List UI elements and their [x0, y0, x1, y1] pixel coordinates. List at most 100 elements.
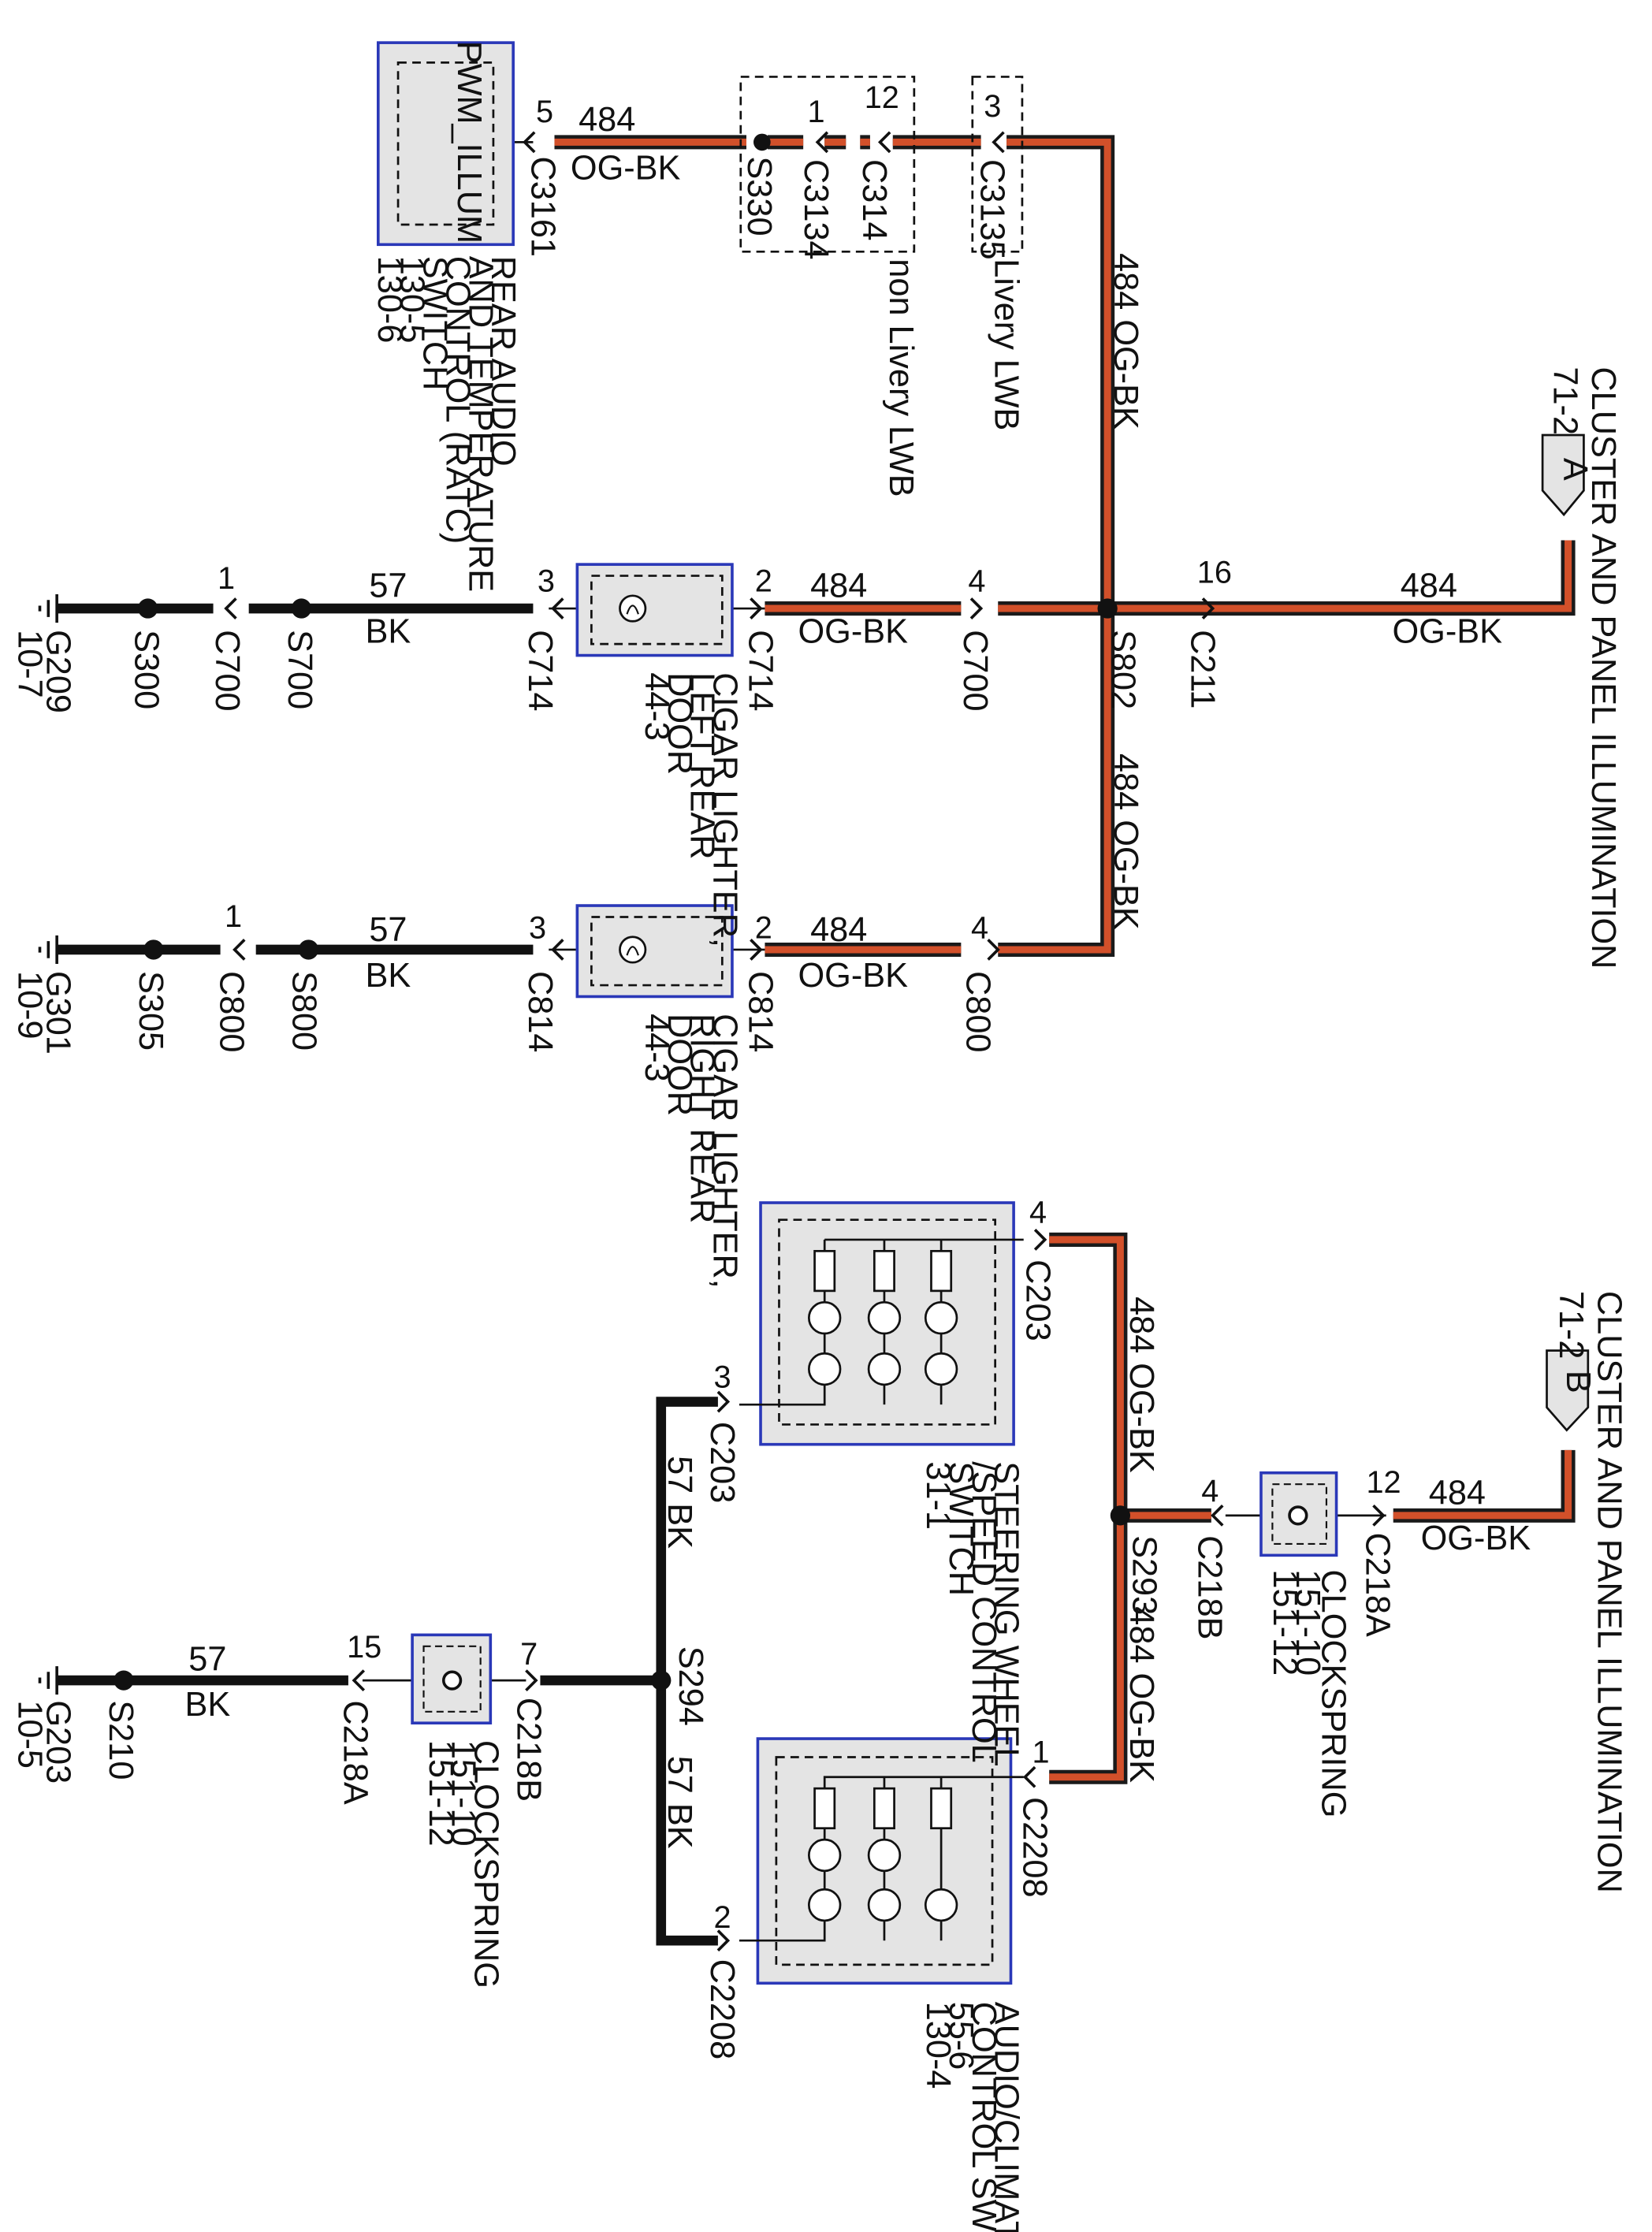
- svg-text:130-5: 130-5: [393, 256, 431, 344]
- c714a-chevron-icon: [551, 597, 564, 619]
- svg-text:CIGAR LIGHTER,: CIGAR LIGHTER,: [706, 1014, 744, 1289]
- svg-text:31-1: 31-1: [919, 1461, 957, 1530]
- splice-s294-label: S294: [672, 1646, 709, 1726]
- connector-c800: C800: [959, 971, 997, 1052]
- svg-text:DOOR: DOOR: [660, 1014, 698, 1116]
- wire-og-bk-label: OG-BK: [1393, 612, 1503, 650]
- svg-text:44-3: 44-3: [638, 1014, 675, 1082]
- wire-484-og-bk-label: 484 OG-BK: [1122, 1606, 1160, 1783]
- c218a2-chevron-icon: [352, 1669, 366, 1692]
- cluster-b-connector: B: [1546, 1349, 1597, 1432]
- c814b-chevron-icon: [750, 939, 763, 961]
- clockspring-lower-label: CLOCKSPRING 151-10 151-12: [422, 1740, 505, 1988]
- c2208-chevron-icon: [1022, 1765, 1036, 1788]
- cigar-lighter-right-rear: [575, 904, 734, 999]
- c3134-chevron-icon: [815, 131, 829, 154]
- c218b2-chevron-icon: [525, 1669, 538, 1692]
- wire-bk-label: BK: [184, 1686, 230, 1724]
- pin-label: 2: [755, 564, 772, 598]
- splice-s330-label: S330: [740, 156, 778, 236]
- connector-c218b: C218B: [1191, 1535, 1229, 1639]
- wire-484-c203: [1049, 1232, 1128, 1784]
- pin-label: 2: [755, 911, 772, 946]
- splice-s300-label: S300: [127, 630, 165, 709]
- ground-g301-ref: 10-9: [10, 971, 48, 1040]
- wire-484-label: 484: [1429, 1474, 1486, 1512]
- pin-label: 1: [808, 95, 825, 129]
- wire-og-bk-label: OG-BK: [798, 957, 909, 995]
- ground-g301-icon: [38, 935, 58, 964]
- connector-c218a: C218A: [337, 1700, 374, 1804]
- svg-text:/SPEED CONTROL: /SPEED CONTROL: [965, 1461, 1003, 1762]
- svg-text:130-4: 130-4: [919, 2002, 957, 2089]
- wire-484-label: 484: [1401, 567, 1457, 605]
- splice-s700: [291, 598, 312, 619]
- wire-484-og-bk-label: 484 OG-BK: [1122, 1296, 1160, 1473]
- wire-57-label: 57: [369, 567, 407, 605]
- svg-text:RIGHT REAR: RIGHT REAR: [683, 1014, 721, 1223]
- ratc-module: PWM_ILLUM: [377, 41, 515, 247]
- splice-s210-label: S210: [102, 1700, 140, 1780]
- cluster-a-label: CLUSTER AND PANEL ILLUMINATION: [1584, 366, 1622, 969]
- connector-c2208: C2208: [1016, 1797, 1054, 1898]
- connector-c211: C211: [1184, 630, 1222, 709]
- wire-484-trunk-left: [998, 540, 1576, 616]
- cluster-a-tag: A: [1556, 458, 1594, 481]
- splice-s293: [1110, 1505, 1131, 1526]
- connector-c814: C814: [742, 971, 779, 1052]
- steering-switch-label: STEERING WHEEL /SPEED CONTROL SWITCH 31-…: [919, 1461, 1025, 1766]
- wire-484-og-bk-label: 484 OG-BK: [1107, 753, 1144, 930]
- connector-c700: C700: [956, 630, 994, 711]
- connector-c700: C700: [208, 630, 246, 711]
- splice-s800: [298, 939, 319, 960]
- pin-label: 3: [538, 564, 555, 598]
- clockspring-upper-label: CLOCKSPRING 151-10 151-12: [1266, 1569, 1352, 1817]
- pin-label: 4: [1201, 1474, 1219, 1508]
- ground-g203-label: G203: [39, 1700, 77, 1784]
- pin-label: 12: [1366, 1465, 1401, 1500]
- splice-s210: [113, 1670, 134, 1691]
- svg-text:REAR AUDIO: REAR AUDIO: [484, 256, 522, 467]
- wire-og-bk-label: OG-BK: [1421, 1520, 1531, 1557]
- wire-bk-label: BK: [366, 612, 411, 650]
- livery-connector-group: [971, 76, 1024, 253]
- pin-label: 4: [971, 911, 988, 946]
- ground-g301-label: G301: [39, 971, 77, 1055]
- c3161-chevron-icon: [523, 131, 536, 154]
- cigar-lighter-left-label: CIGAR LIGHTER, LEFT REAR DOOR 44-3: [638, 672, 744, 947]
- ground-g209-ref: 10-7: [10, 630, 48, 698]
- pin-label: 5: [536, 95, 553, 129]
- wire-484-og-bk-label: 484 OG-BK: [1107, 253, 1144, 430]
- svg-text:151-12: 151-12: [1266, 1569, 1304, 1676]
- wire-484-label: 484: [579, 101, 635, 139]
- pin-label: 1: [225, 899, 242, 934]
- connector-c2208: C2208: [703, 1959, 741, 2060]
- cigar-lighter-left-rear: [575, 563, 734, 657]
- connector-c714: C714: [521, 630, 559, 711]
- bk-wires-bottom: [57, 1397, 718, 1946]
- wire-bk-label: BK: [366, 957, 411, 995]
- c314-chevron-icon: [877, 131, 891, 154]
- connector-c203: C203: [1018, 1259, 1056, 1341]
- connector-c800: C800: [213, 971, 251, 1052]
- livery-note: Livery LWB: [988, 259, 1025, 430]
- pin-label: 16: [1197, 556, 1232, 590]
- clockspring-upper: [1259, 1471, 1338, 1557]
- c714b-chevron-icon: [750, 597, 763, 619]
- pin-label: 3: [529, 911, 546, 946]
- connector-c3161: C3161: [524, 156, 562, 257]
- ratc-label: REAR AUDIO AND TEMPERATURE CONTROL (RATC…: [370, 256, 522, 592]
- svg-text:AND TEMPERATURE: AND TEMPERATURE: [461, 256, 499, 592]
- wire-57-bk-label: 57 BK: [660, 1456, 698, 1549]
- pin-label: 15: [347, 1630, 381, 1665]
- wire-57-label: 57: [188, 1640, 226, 1678]
- splice-s293-label: S293: [1126, 1535, 1163, 1615]
- svg-text:44-3: 44-3: [638, 672, 675, 741]
- wire-57-bk-label: 57 BK: [660, 1756, 698, 1849]
- non-livery-connector-group: [739, 76, 916, 253]
- svg-text:CLOCKSPRING: CLOCKSPRING: [1315, 1569, 1352, 1817]
- splice-s802: [1097, 598, 1118, 619]
- pin-label: 12: [865, 80, 899, 115]
- svg-text:SWITCH: SWITCH: [416, 256, 454, 391]
